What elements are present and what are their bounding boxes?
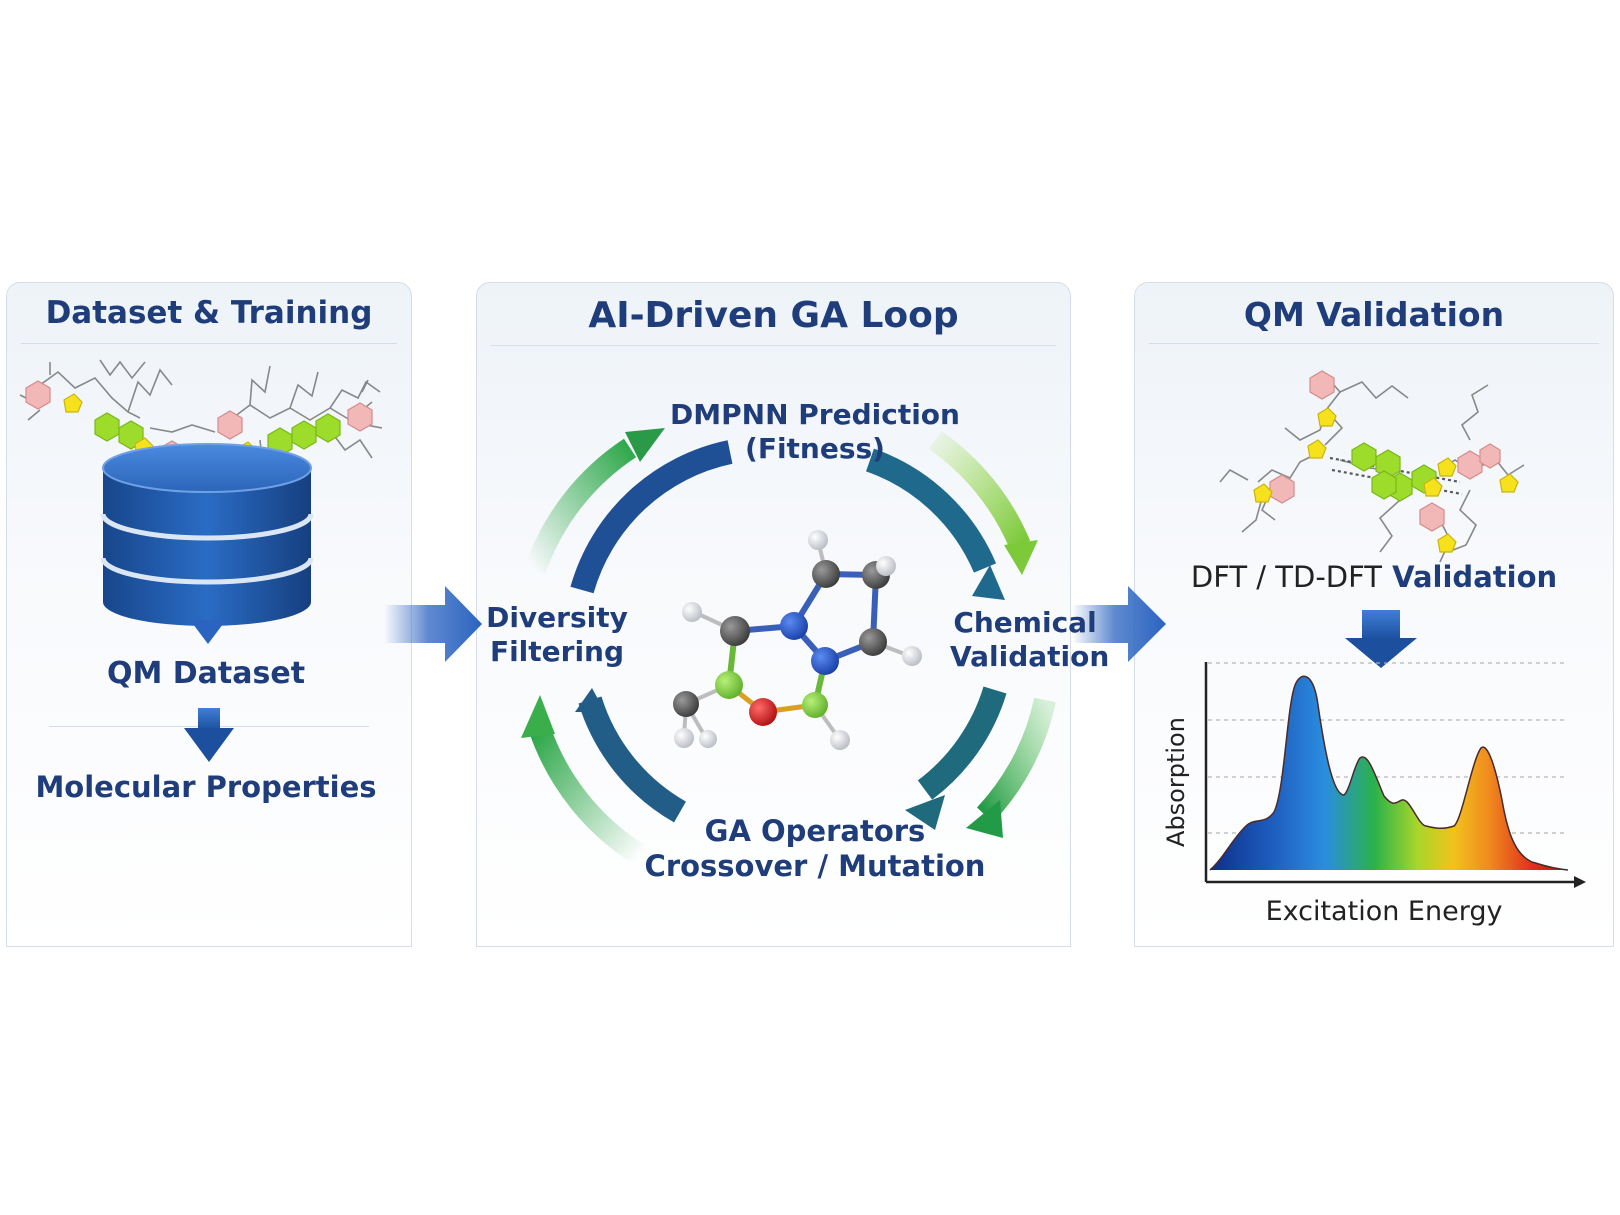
filtering-text: Filtering	[489, 634, 625, 668]
dataset-to-properties-arrow	[184, 708, 234, 762]
center-to-right-arrow	[1072, 586, 1166, 662]
center-title-divider	[491, 345, 1056, 346]
ga-loop-title: AI-Driven GA Loop	[588, 295, 959, 336]
chemical-validation-label: Chemical Validation	[950, 606, 1109, 673]
ga-operators-label: GA Operators Crossover / Mutation	[640, 814, 990, 884]
molecular-properties-label: Molecular Properties	[35, 770, 377, 804]
diversity-filtering-label: Diversity Filtering	[482, 601, 632, 668]
ga-loop-cycle	[524, 430, 1056, 865]
qm-database-icon	[100, 443, 314, 626]
database-down-arrow	[190, 620, 226, 644]
left-to-center-arrow	[384, 586, 482, 662]
fitness-text: (Fitness)	[745, 431, 885, 465]
central-molecule-model	[673, 530, 922, 750]
left-title-divider	[21, 343, 397, 344]
qm-dataset-label: QM Dataset	[106, 656, 306, 691]
validated-molecule-illustration	[1219, 370, 1525, 563]
diversity-text: Diversity	[486, 601, 628, 634]
crossover-mutation-text: Crossover / Mutation	[644, 848, 986, 883]
spectrum-curve	[1210, 676, 1568, 870]
dft-validation-text: Validation	[1392, 560, 1558, 594]
ga-loop-arrowheads	[521, 428, 1038, 838]
ga-operators-text: GA Operators	[704, 814, 926, 848]
qm-validation-title: QM Validation	[1243, 295, 1505, 334]
right-title-divider	[1149, 343, 1599, 344]
dmpnn-prediction-label: DMPNN Prediction (Fitness)	[640, 398, 990, 465]
spectrum-x-label: Excitation Energy	[1266, 896, 1503, 927]
dft-down-arrow	[1345, 610, 1417, 668]
dft-text: DFT / TD-DFT	[1190, 560, 1383, 594]
spectrum-y-label: Absorption	[1162, 717, 1190, 847]
validation-text: Validation	[950, 639, 1110, 673]
dataset-training-title: Dataset & Training	[45, 295, 373, 331]
chemical-text: Chemical	[953, 606, 1097, 639]
ga-loop-panel: AI-Driven GA Loop	[476, 282, 1071, 947]
absorption-spectrum-chart: Absorption Excitation Energy	[1162, 662, 1586, 927]
dft-validation-label: DFT / TD-DFT Validation	[1134, 560, 1614, 595]
dmpnn-prediction-text: DMPNN Prediction	[670, 398, 960, 431]
